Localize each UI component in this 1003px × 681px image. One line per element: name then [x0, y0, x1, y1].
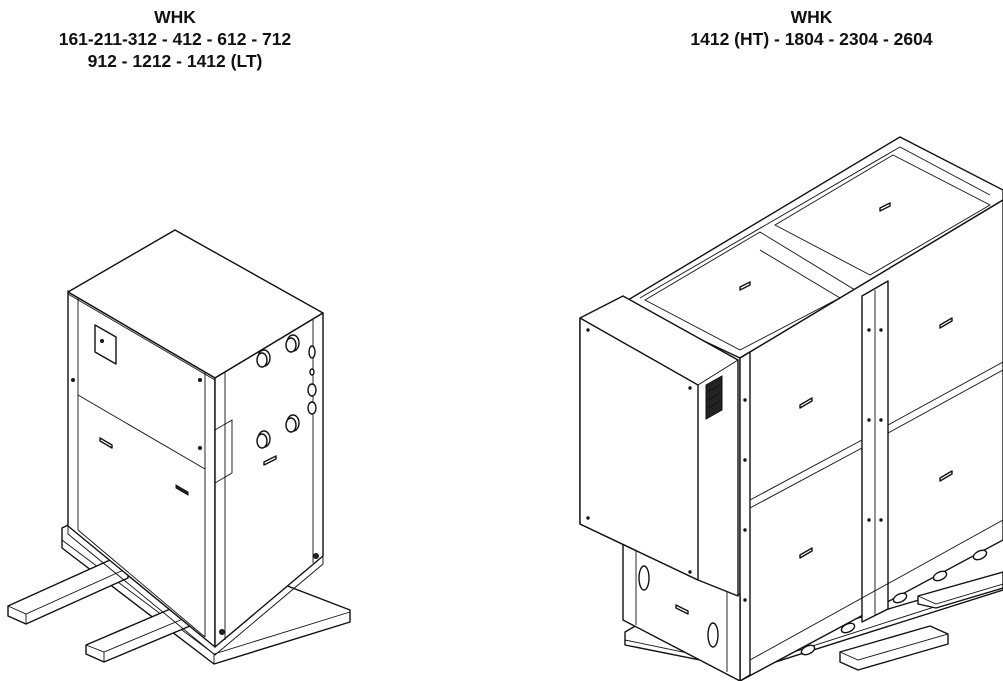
right-unit-caption: WHK 1412 (HT) - 1804 - 2304 - 2604	[620, 6, 1003, 50]
left-caption-line-3: 912 - 1212 - 1412 (LT)	[87, 51, 263, 71]
right-unit-illustration	[579, 136, 1003, 681]
right-unit-top	[622, 136, 1003, 359]
right-forklift-forks	[839, 571, 1003, 671]
left-pipe-connections	[256, 334, 300, 449]
right-caption-line-1: WHK	[790, 7, 833, 27]
left-control-panel	[94, 324, 117, 365]
left-caption-line-1: WHK	[154, 7, 196, 27]
left-unit-illustration	[7, 229, 351, 665]
right-caption-line-2: 1412 (HT) - 1804 - 2304 - 2604	[690, 29, 933, 49]
left-unit-caption: WHK 161-211-312 - 412 - 612 - 712 912 - …	[0, 6, 350, 72]
left-caption-line-2: 161-211-312 - 412 - 612 - 712	[58, 29, 292, 49]
right-electrical-cabinet	[579, 295, 739, 597]
right-base-oval-vents	[800, 549, 988, 656]
